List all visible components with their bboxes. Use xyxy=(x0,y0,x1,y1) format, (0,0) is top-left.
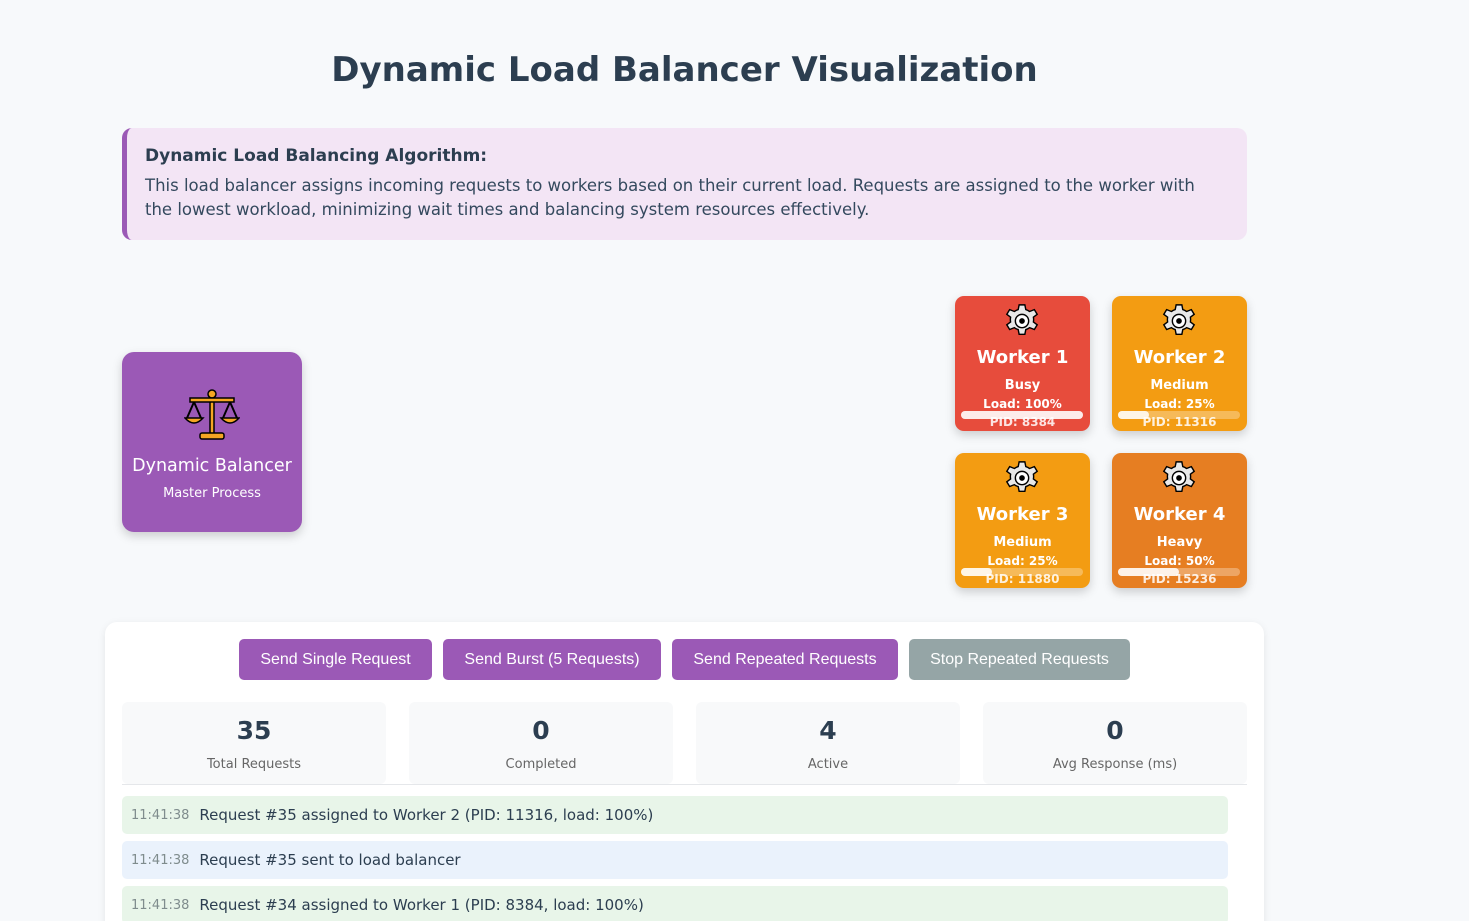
balancer-name: Dynamic Balancer xyxy=(132,456,292,476)
send-burst-button[interactable]: Send Burst (5 Requests) xyxy=(443,639,661,680)
balancer-subtitle: Master Process xyxy=(163,486,261,501)
worker-name: Worker 2 xyxy=(1133,347,1226,368)
log-entry: 11:41:38 Request #34 assigned to Worker … xyxy=(122,886,1228,921)
log-message: Request #35 sent to load balancer xyxy=(199,851,461,869)
log-time: 11:41:38 xyxy=(131,852,190,868)
load-bar xyxy=(961,568,1083,576)
worker-status: Busy xyxy=(1004,378,1041,393)
gear-icon xyxy=(1162,461,1196,493)
algorithm-info-box: Dynamic Load Balancing Algorithm: This l… xyxy=(122,128,1247,240)
page-title: Dynamic Load Balancer Visualization xyxy=(331,50,1038,90)
load-bar xyxy=(961,411,1083,419)
log-entry: 11:41:38 Request #35 sent to load balanc… xyxy=(122,841,1228,879)
load-balancer-node: Dynamic Balancer Master Process xyxy=(122,352,302,532)
log-time: 11:41:38 xyxy=(131,807,190,823)
log-time: 11:41:38 xyxy=(131,897,190,913)
stop-repeated-requests-button[interactable]: Stop Repeated Requests xyxy=(909,639,1130,680)
scales-icon xyxy=(184,389,240,440)
log-message: Request #35 assigned to Worker 2 (PID: 1… xyxy=(199,806,654,824)
worker-name: Worker 1 xyxy=(976,347,1069,368)
worker-card: Worker 2 Medium Load: 25% PID: 11316 xyxy=(1112,296,1247,431)
gear-icon xyxy=(1162,304,1196,336)
stat-value: 35 xyxy=(236,716,272,745)
stat-total-requests: 35 Total Requests xyxy=(122,702,386,784)
worker-pid: PID: 11880 xyxy=(985,572,1060,586)
load-bar-fill xyxy=(1118,568,1179,576)
worker-card: Worker 3 Medium Load: 25% PID: 11880 xyxy=(955,453,1090,588)
request-log[interactable]: 11:41:38 Request #35 assigned to Worker … xyxy=(122,792,1247,921)
control-panel: Send Single Request Send Burst (5 Reques… xyxy=(105,622,1264,921)
worker-pid: PID: 11316 xyxy=(1142,415,1217,429)
load-bar-fill xyxy=(961,411,1083,419)
send-repeated-requests-button[interactable]: Send Repeated Requests xyxy=(672,639,898,680)
send-single-request-button[interactable]: Send Single Request xyxy=(239,639,432,680)
stat-avg-response: 0 Avg Response (ms) xyxy=(983,702,1247,784)
stat-label: Active xyxy=(807,757,849,772)
log-entry: 11:41:38 Request #35 assigned to Worker … xyxy=(122,796,1228,834)
stat-label: Total Requests xyxy=(206,757,302,772)
gear-icon xyxy=(1005,304,1039,336)
worker-pid: PID: 8384 xyxy=(989,415,1056,429)
gear-icon xyxy=(1005,461,1039,493)
worker-status: Medium xyxy=(993,535,1052,550)
divider xyxy=(122,784,1247,785)
stat-value: 4 xyxy=(819,716,837,745)
stat-value: 0 xyxy=(532,716,550,745)
worker-name: Worker 4 xyxy=(1133,504,1226,525)
log-message: Request #34 assigned to Worker 1 (PID: 8… xyxy=(199,896,644,914)
worker-status: Medium xyxy=(1150,378,1209,393)
stat-completed: 0 Completed xyxy=(409,702,673,784)
load-bar-fill xyxy=(1118,411,1149,419)
stat-label: Avg Response (ms) xyxy=(1052,757,1178,772)
info-title: Dynamic Load Balancing Algorithm: xyxy=(145,146,488,166)
worker-card: Worker 1 Busy Load: 100% PID: 8384 xyxy=(955,296,1090,431)
load-bar xyxy=(1118,411,1240,419)
stat-label: Completed xyxy=(505,757,577,772)
worker-load: Load: 25% xyxy=(987,554,1058,568)
worker-load: Load: 25% xyxy=(1144,397,1215,411)
info-text: This load balancer assigns incoming requ… xyxy=(145,176,1195,219)
worker-card: Worker 4 Heavy Load: 50% PID: 15236 xyxy=(1112,453,1247,588)
worker-name: Worker 3 xyxy=(976,504,1069,525)
stat-value: 0 xyxy=(1106,716,1124,745)
stat-active: 4 Active xyxy=(696,702,960,784)
worker-status: Heavy xyxy=(1156,535,1203,550)
worker-load: Load: 50% xyxy=(1144,554,1215,568)
worker-load: Load: 100% xyxy=(983,397,1062,411)
worker-pid: PID: 15236 xyxy=(1142,572,1217,586)
load-bar xyxy=(1118,568,1240,576)
load-bar-fill xyxy=(961,568,992,576)
